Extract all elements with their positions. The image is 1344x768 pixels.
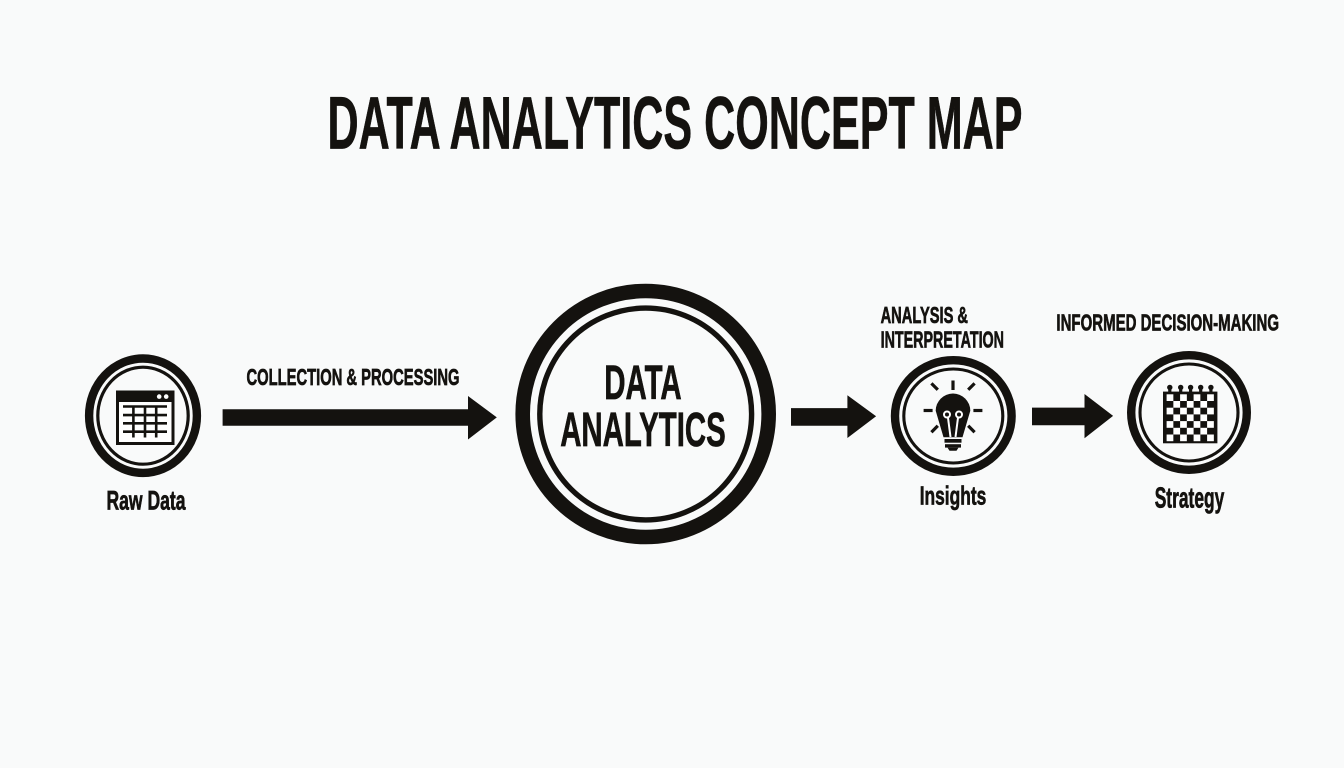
svg-text:COLLECTION & PROCESSING: COLLECTION & PROCESSING [247, 364, 460, 390]
svg-text:INFORMED DECISION-MAKING: INFORMED DECISION-MAKING [1056, 309, 1279, 335]
svg-text:ANALYSIS &: ANALYSIS & [881, 302, 968, 328]
svg-text:ANALYTICS: ANALYTICS [560, 403, 726, 457]
svg-text:Insights: Insights [920, 481, 987, 511]
svg-text:DATA: DATA [604, 356, 681, 410]
svg-text:Strategy: Strategy [1155, 483, 1225, 515]
svg-text:Raw Data: Raw Data [107, 485, 186, 515]
svg-text:DATA ANALYTICS CONCEPT MAP: DATA ANALYTICS CONCEPT MAP [328, 81, 1023, 164]
svg-text:INTERPRETATION: INTERPRETATION [881, 326, 1004, 352]
